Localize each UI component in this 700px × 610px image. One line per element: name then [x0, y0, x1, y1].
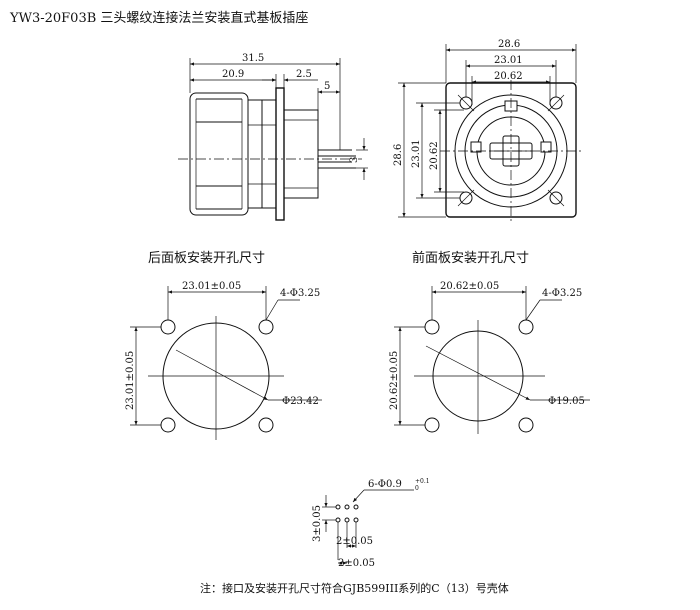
dim-front-panel-cutout: Φ19.05: [548, 396, 585, 407]
dim-rear-cutout: Φ23.42: [282, 396, 319, 407]
footnote: 注：接口及安装开孔尺寸符合GJB599III系列的C（13）号壳体: [200, 581, 509, 595]
dim-total-length: 31.5: [242, 53, 264, 64]
front-panel-heading: 前面板安装开孔尺寸: [412, 250, 529, 266]
dim-pcb-col-pitch-a: 2±0.05: [336, 536, 373, 547]
rear-panel-heading: 后面板安装开孔尺寸: [148, 251, 265, 266]
dim-front-outer-width: 28.6: [498, 39, 520, 50]
dim-pcb-row-gap: 3±0.05: [312, 505, 323, 542]
dim-pin-gap: 3: [349, 157, 360, 163]
dim-front-panel-pitch-x: 20.62±0.05: [440, 281, 499, 292]
dim-front-panel-holes: 4-Φ3.25: [542, 288, 582, 299]
dim-body-length: 20.9: [222, 69, 244, 80]
front-panel-cutout: 20.62±0.05 4-Φ3.25 20.62±0.05 Φ19.05: [389, 281, 590, 434]
dim-rear-pitch-x: 23.01±0.05: [182, 281, 241, 292]
dim-front-inner-x: 20.62: [494, 71, 523, 82]
rear-panel-cutout: 23.01±0.05 4-Φ3.25 23.01±0.05 Φ23.42: [125, 281, 322, 440]
drawing-title: YW3-20F03B 三头螺纹连接法兰安装直式基板插座: [9, 10, 308, 26]
dim-rear-pitch-y: 23.01±0.05: [125, 351, 136, 410]
dim-rear-holes: 4-Φ3.25: [280, 288, 320, 299]
dim-pin-length: 5: [324, 81, 330, 92]
dim-pcb-col-pitch-b: 2±0.05: [338, 558, 375, 569]
pcb-hole-pattern: 6-Φ0.9 +0.1 0 3±0.05 2±0.05 2±0.05: [312, 478, 430, 569]
front-view: 28.6 23.01 20.62 28.6 23.01 20.62: [393, 39, 582, 222]
dim-front-outer-height: 28.6: [393, 144, 404, 166]
dim-pcb-tol-lower: 0: [415, 485, 419, 492]
dim-front-hole-pitch-y: 23.01: [411, 139, 422, 168]
dim-front-panel-pitch-y: 20.62±0.05: [389, 351, 400, 410]
dim-pcb-tol-upper: +0.1: [415, 478, 430, 485]
dim-pcb-holes: 6-Φ0.9: [368, 479, 402, 490]
side-view: 31.5 20.9 2.5 5 3: [178, 53, 368, 221]
dim-front-inner-y: 20.62: [429, 141, 440, 170]
dim-front-hole-pitch-x: 23.01: [494, 55, 523, 66]
dim-flange-thickness: 2.5: [296, 69, 312, 80]
